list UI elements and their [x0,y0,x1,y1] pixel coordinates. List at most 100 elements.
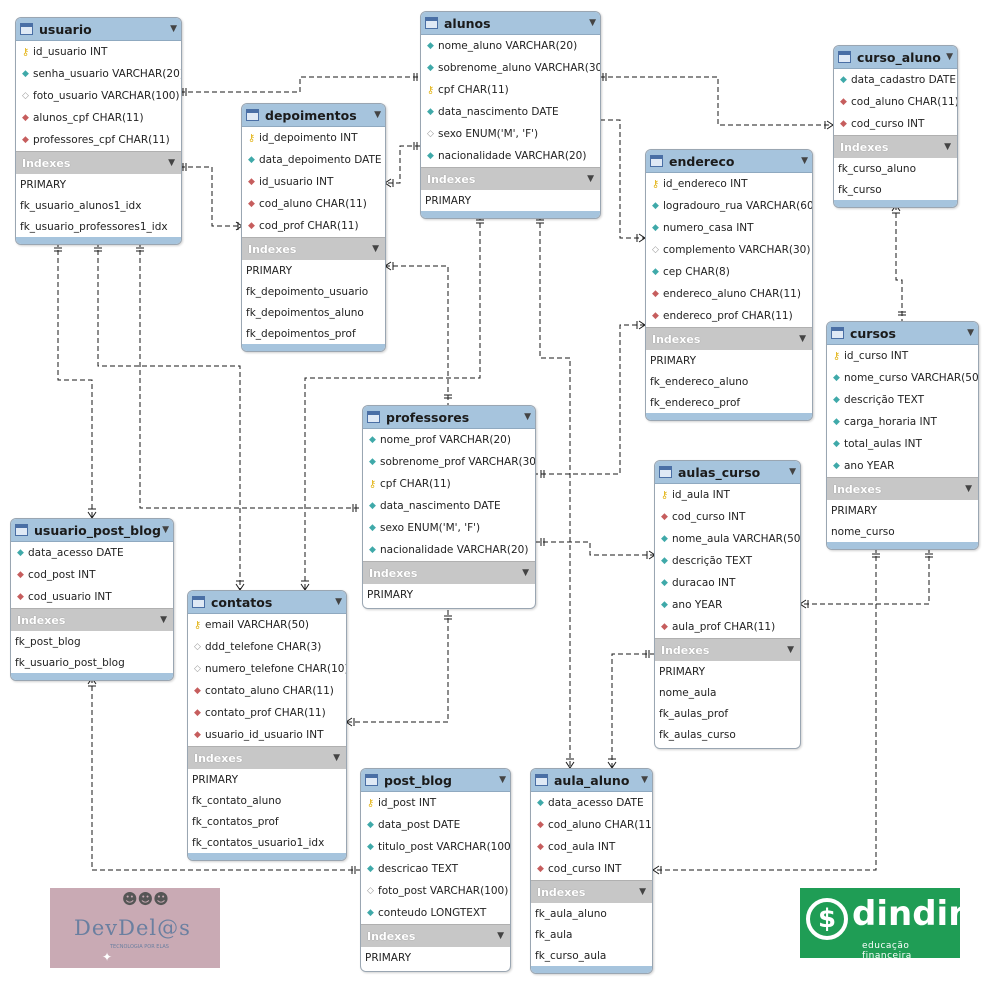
table-usuario[interactable]: usuario ▼ ⚷id_usuario INT◆senha_usuario … [15,17,182,245]
index-row[interactable]: nome_aula [659,686,717,699]
column-row[interactable]: ◆data_acesso DATE [531,792,652,814]
collapse-arrow-icon[interactable]: ▼ [967,328,974,338]
collapse-arrow-icon[interactable]: ▼ [801,156,808,166]
index-row[interactable]: fk_depoimentos_aluno [246,306,364,319]
column-row[interactable]: ◆nacionalidade VARCHAR(20) [363,539,535,561]
table-header[interactable]: endereco ▼ [646,150,812,173]
column-row[interactable]: ◆data_acesso DATE [11,542,173,564]
index-row[interactable]: fk_usuario_alunos1_idx [20,199,142,212]
collapse-arrow-icon[interactable]: ▼ [335,597,342,607]
index-row[interactable]: fk_contatos_usuario1_idx [192,836,325,849]
index-row[interactable]: fk_curso_aluno [838,162,917,175]
index-row[interactable]: fk_depoimentos_prof [246,327,356,340]
column-row[interactable]: ◆nome_aula VARCHAR(50) [655,528,800,550]
index-row[interactable]: fk_endereco_prof [650,396,741,409]
index-row[interactable]: PRIMARY [425,194,472,207]
column-row[interactable]: ◆id_usuario INT [242,171,385,193]
column-row[interactable]: ◆data_post DATE [361,814,510,836]
table-header[interactable]: post_blog ▼ [361,769,510,792]
collapse-arrow-icon[interactable]: ▼ [587,174,594,184]
table-aula-aluno[interactable]: aula_aluno ▼ ◆data_acesso DATE◆cod_aluno… [530,768,653,974]
column-row[interactable]: ◆contato_prof CHAR(11) [188,702,346,724]
column-row[interactable]: ◆senha_usuario VARCHAR(20) [16,63,181,85]
indexes-header[interactable]: Indexes ▼ [188,746,346,769]
table-header[interactable]: professores ▼ [363,406,535,429]
indexes-header[interactable]: Indexes ▼ [361,924,510,947]
column-row[interactable]: ◆sobrenome_prof VARCHAR(30) [363,451,535,473]
column-row[interactable]: ◆carga_horaria INT [827,411,978,433]
index-row[interactable]: PRIMARY [650,354,697,367]
collapse-arrow-icon[interactable]: ▼ [965,484,972,494]
table-contatos[interactable]: contatos ▼ ⚷email VARCHAR(50)◇ddd_telefo… [187,590,347,861]
column-row[interactable]: ◆contato_aluno CHAR(11) [188,680,346,702]
table-alunos[interactable]: alunos ▼ ◆nome_aluno VARCHAR(20)◆sobreno… [420,11,601,219]
collapse-arrow-icon[interactable]: ▼ [639,887,646,897]
column-row[interactable]: ◇complemento VARCHAR(30) [646,239,812,261]
indexes-header[interactable]: Indexes ▼ [655,638,800,661]
column-row[interactable]: ⚷email VARCHAR(50) [188,614,346,636]
collapse-arrow-icon[interactable]: ▼ [168,158,175,168]
column-row[interactable]: ◆nacionalidade VARCHAR(20) [421,145,600,167]
collapse-arrow-icon[interactable]: ▼ [499,775,506,785]
collapse-arrow-icon[interactable]: ▼ [787,645,794,655]
column-row[interactable]: ◆cep CHAR(8) [646,261,812,283]
column-row[interactable]: ◆duracao INT [655,572,800,594]
column-row[interactable]: ◆cod_usuario INT [11,586,173,608]
indexes-header[interactable]: Indexes ▼ [531,880,652,903]
indexes-header[interactable]: Indexes ▼ [242,237,385,260]
column-row[interactable]: ◆descricao TEXT [361,858,510,880]
collapse-arrow-icon[interactable]: ▼ [160,615,167,625]
indexes-header[interactable]: Indexes ▼ [363,561,535,584]
index-row[interactable]: fk_post_blog [15,635,81,648]
index-row[interactable]: PRIMARY [20,178,67,191]
column-row[interactable]: ◆nome_prof VARCHAR(20) [363,429,535,451]
collapse-arrow-icon[interactable]: ▼ [372,244,379,254]
column-row[interactable]: ⚷id_usuario INT [16,41,181,63]
column-row[interactable]: ◆cod_aluno CHAR(11) [242,193,385,215]
column-row[interactable]: ◇foto_usuario VARCHAR(100) [16,85,181,107]
table-header[interactable]: depoimentos ▼ [242,104,385,127]
column-row[interactable]: ◆logradouro_rua VARCHAR(60) [646,195,812,217]
table-aulas-curso[interactable]: aulas_curso ▼ ⚷id_aula INT◆cod_curso INT… [654,460,801,749]
column-row[interactable]: ◆cod_curso INT [834,113,957,135]
column-row[interactable]: ◆endereco_prof CHAR(11) [646,305,812,327]
index-row[interactable]: fk_usuario_post_blog [15,656,125,669]
table-professores[interactable]: professores ▼ ◆nome_prof VARCHAR(20)◆sob… [362,405,536,609]
indexes-header[interactable]: Indexes ▼ [421,167,600,190]
table-header[interactable]: usuario ▼ [16,18,181,41]
column-row[interactable]: ◆endereco_aluno CHAR(11) [646,283,812,305]
indexes-header[interactable]: Indexes ▼ [646,327,812,350]
index-row[interactable]: PRIMARY [246,264,293,277]
table-cursos[interactable]: cursos ▼ ⚷id_curso INT◆nome_curso VARCHA… [826,321,979,550]
index-row[interactable]: fk_aulas_curso [659,728,736,741]
column-row[interactable]: ◆nome_aluno VARCHAR(20) [421,35,600,57]
index-row[interactable]: PRIMARY [365,951,412,964]
table-header[interactable]: contatos ▼ [188,591,346,614]
table-header[interactable]: usuario_post_blog ▼ [11,519,173,542]
collapse-arrow-icon[interactable]: ▼ [522,568,529,578]
column-row[interactable]: ◆cod_prof CHAR(11) [242,215,385,237]
table-header[interactable]: curso_aluno ▼ [834,46,957,69]
index-row[interactable]: fk_aula [535,928,573,941]
indexes-header[interactable]: Indexes ▼ [834,135,957,158]
index-row[interactable]: PRIMARY [192,773,239,786]
index-row[interactable]: fk_curso [838,183,882,196]
index-row[interactable]: PRIMARY [367,588,414,601]
column-row[interactable]: ◆conteudo LONGTEXT [361,902,510,924]
collapse-arrow-icon[interactable]: ▼ [946,52,953,62]
index-row[interactable]: fk_aulas_prof [659,707,729,720]
column-row[interactable]: ◆cod_curso INT [655,506,800,528]
column-row[interactable]: ◆cod_aluno CHAR(11) [531,814,652,836]
index-row[interactable]: nome_curso [831,525,895,538]
table-header[interactable]: alunos ▼ [421,12,600,35]
column-row[interactable]: ⚷id_aula INT [655,484,800,506]
column-row[interactable]: ◆cod_post INT [11,564,173,586]
column-row[interactable]: ◇ddd_telefone CHAR(3) [188,636,346,658]
index-row[interactable]: fk_contatos_prof [192,815,279,828]
column-row[interactable]: ◆sobrenome_aluno VARCHAR(30) [421,57,600,79]
indexes-header[interactable]: Indexes ▼ [16,151,181,174]
indexes-header[interactable]: Indexes ▼ [11,608,173,631]
index-row[interactable]: fk_curso_aula [535,949,607,962]
column-row[interactable]: ◆sexo ENUM('M', 'F') [363,517,535,539]
column-row[interactable]: ◆ano YEAR [827,455,978,477]
